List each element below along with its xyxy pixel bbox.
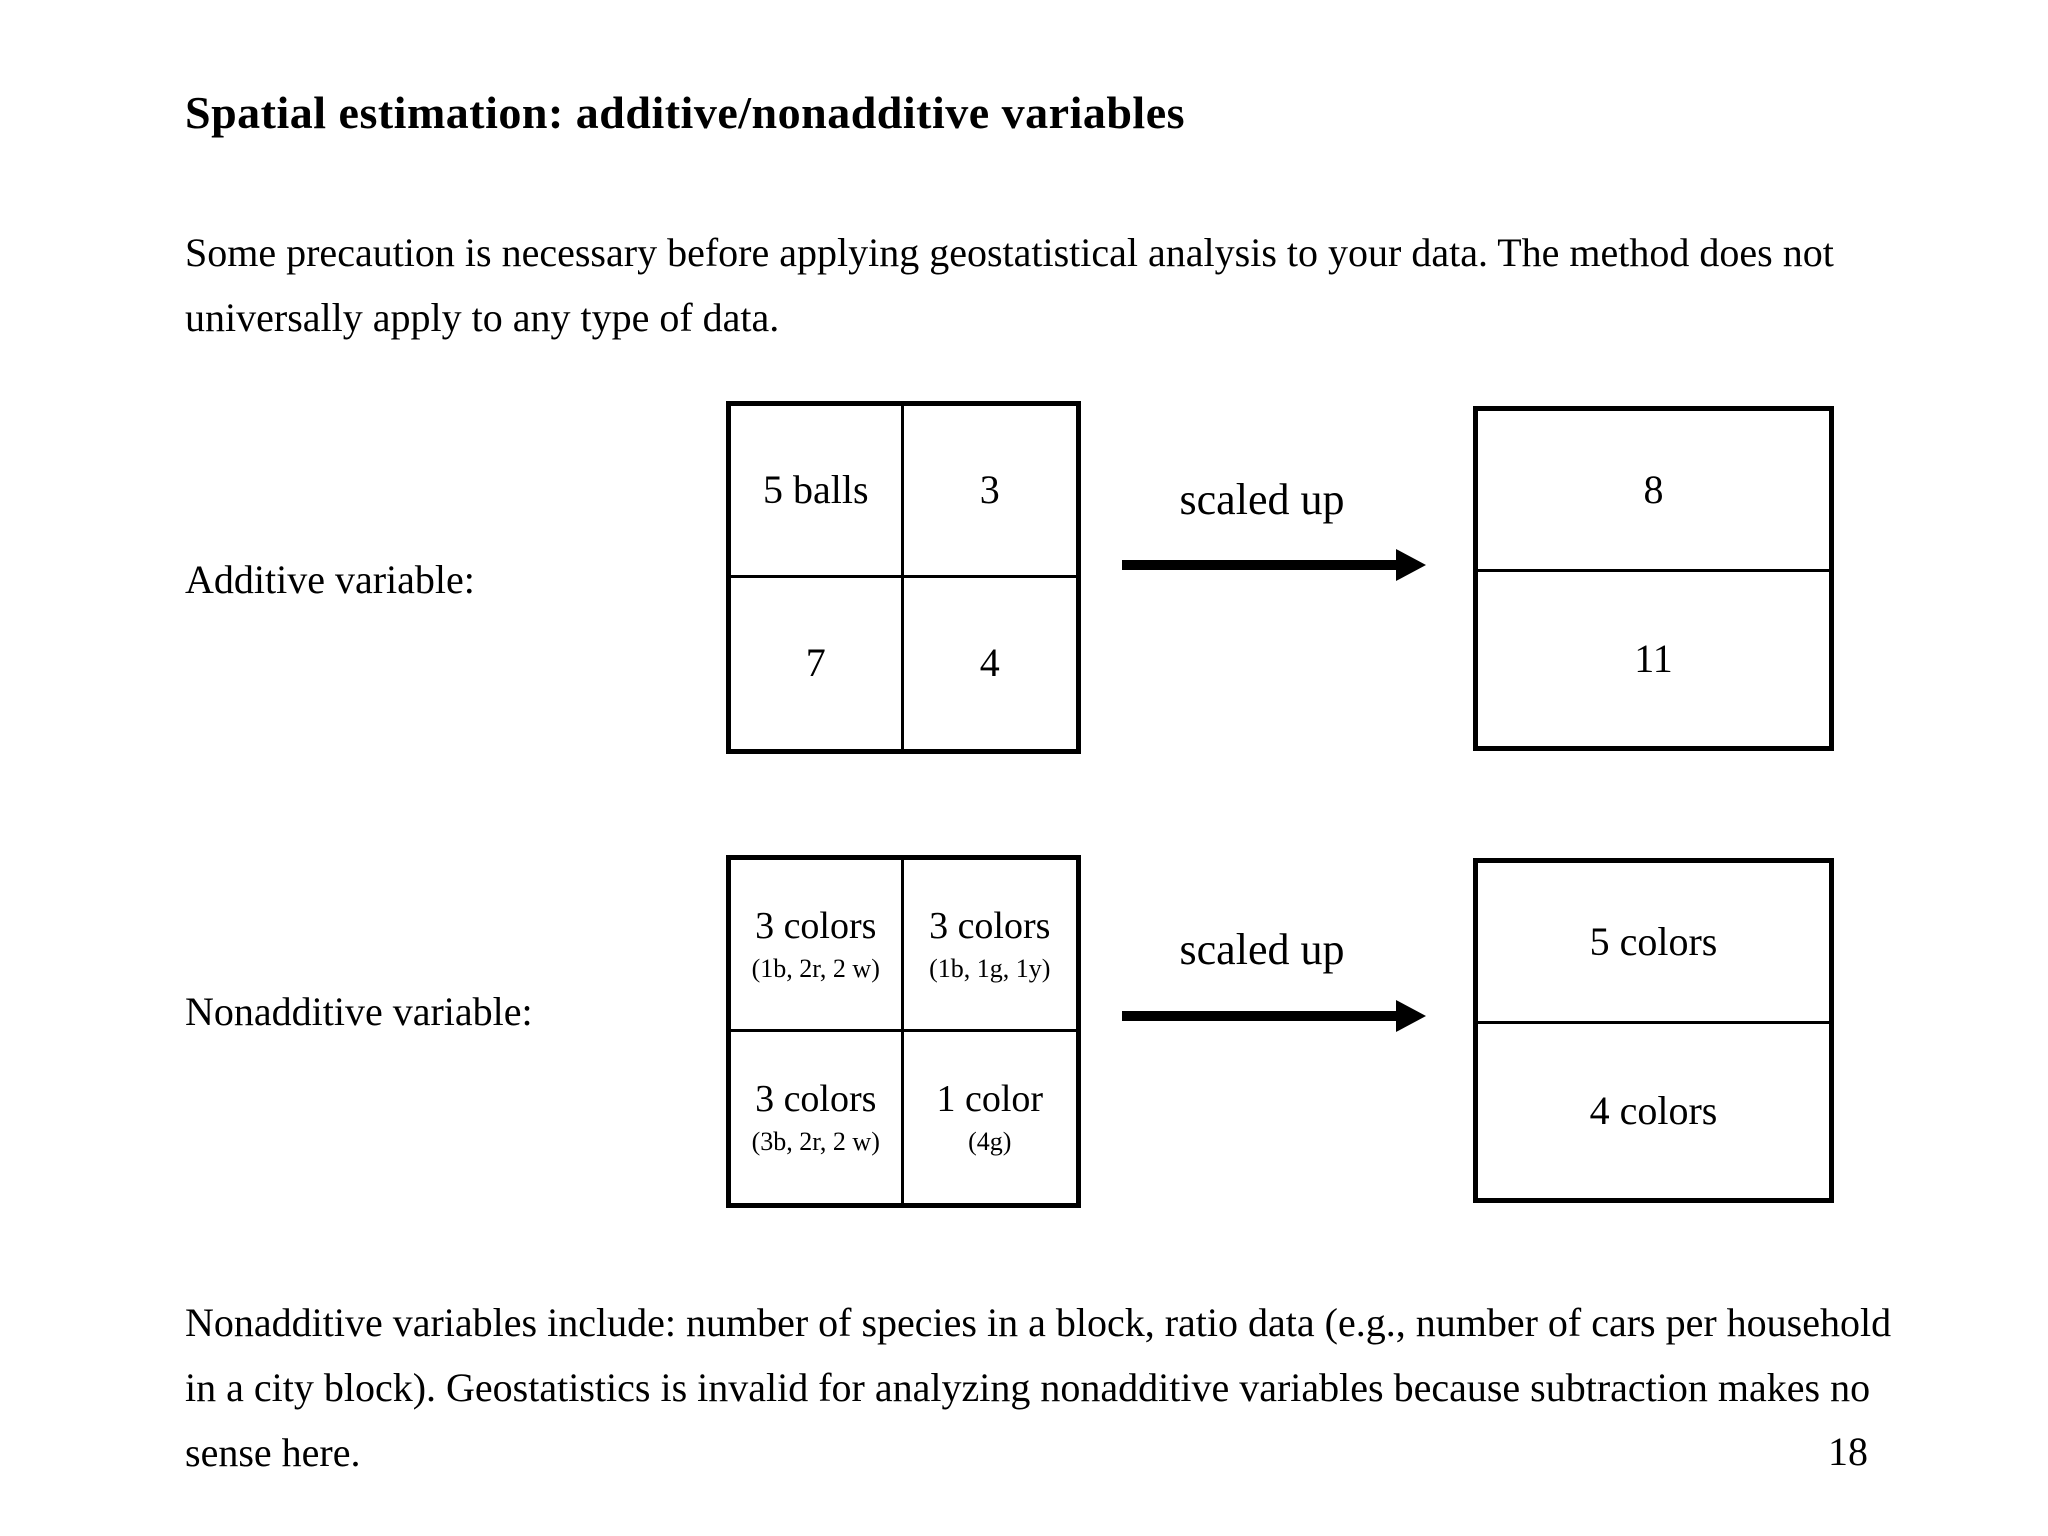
- cell-value: 3 colors: [755, 1078, 877, 1121]
- nonadditive-scaled-box: 5 colors 4 colors: [1473, 858, 1834, 1203]
- arrow-right-icon: [1396, 549, 1426, 581]
- cell-value: 3: [979, 467, 1000, 513]
- additive-cell-top-right: 3: [903, 406, 1076, 578]
- additive-variable-label: Additive variable:: [185, 557, 475, 602]
- nonadditive-cell-top-right: 3 colors (1b, 1g, 1y): [903, 860, 1076, 1032]
- additive-scaled-top-cell: 8: [1478, 411, 1829, 572]
- nonadditive-cell-bottom-right: 1 color (4g): [904, 1032, 1077, 1204]
- cell-detail: (4g): [968, 1127, 1012, 1157]
- scale-arrow: [1122, 549, 1426, 581]
- additive-cell-bottom-right: 4: [904, 578, 1077, 750]
- cell-value: 11: [1634, 636, 1673, 682]
- scale-arrow: [1122, 1000, 1426, 1032]
- intro-paragraph: Some precaution is necessary before appl…: [185, 230, 1834, 340]
- scaled-up-label: scaled up: [1179, 475, 1345, 524]
- cell-value: 3 colors: [929, 905, 1051, 948]
- cell-detail: (1b, 2r, 2 w): [751, 954, 880, 984]
- cell-value: 5 balls: [762, 467, 869, 513]
- nonadditive-scaled-top-cell: 5 colors: [1478, 863, 1829, 1024]
- additive-scaled-bottom-cell: 11: [1478, 572, 1829, 746]
- cell-value: 3 colors: [755, 905, 877, 948]
- cell-value: 7: [805, 640, 826, 686]
- cell-value: 4 colors: [1589, 1088, 1718, 1134]
- nonadditive-scaled-bottom-cell: 4 colors: [1478, 1024, 1829, 1198]
- nonadditive-cell-bottom-left: 3 colors (3b, 2r, 2 w): [731, 1031, 904, 1203]
- nonadditive-cell-top-left: 3 colors (1b, 2r, 2 w): [731, 860, 904, 1032]
- cell-value: 5 colors: [1589, 919, 1718, 965]
- cell-value: 4: [979, 640, 1000, 686]
- footer-paragraph: Nonadditive variables include: number of…: [185, 1300, 1892, 1475]
- page-title: Spatial estimation: additive/nonadditive…: [185, 87, 1186, 138]
- arrow-right-icon: [1396, 1000, 1426, 1032]
- cell-detail: (1b, 1g, 1y): [929, 954, 1051, 984]
- page-number: 18: [1828, 1429, 1868, 1474]
- additive-source-grid: 5 balls 3 7 4: [726, 401, 1081, 754]
- additive-cell-top-left: 5 balls: [731, 406, 904, 578]
- cell-value: 8: [1643, 467, 1664, 513]
- cell-detail: (3b, 2r, 2 w): [751, 1127, 880, 1157]
- scaled-up-label: scaled up: [1179, 925, 1345, 974]
- nonadditive-source-grid: 3 colors (1b, 2r, 2 w) 3 colors (1b, 1g,…: [726, 855, 1081, 1208]
- arrow-shaft: [1122, 1011, 1398, 1021]
- additive-scaled-box: 8 11: [1473, 406, 1834, 751]
- nonadditive-variable-label: Nonadditive variable:: [185, 989, 533, 1034]
- arrow-shaft: [1122, 560, 1398, 570]
- cell-value: 1 color: [936, 1078, 1044, 1121]
- additive-cell-bottom-left: 7: [731, 577, 904, 749]
